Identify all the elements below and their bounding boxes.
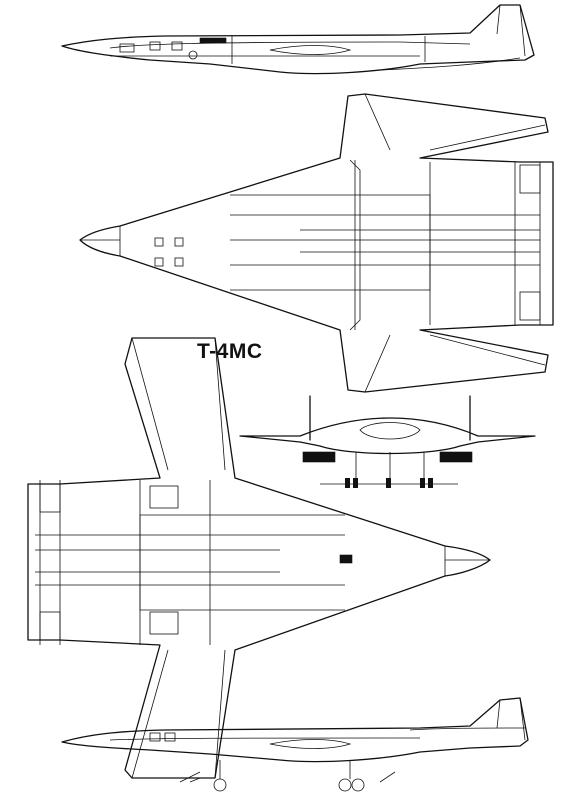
side-view-top [61, 4, 535, 75]
front-view [239, 395, 536, 488]
aircraft-designation-label: T-4MC [197, 340, 263, 363]
plan-view-bottom [27, 337, 491, 779]
plan-view-top [79, 93, 554, 393]
side-view-bottom [61, 697, 529, 792]
